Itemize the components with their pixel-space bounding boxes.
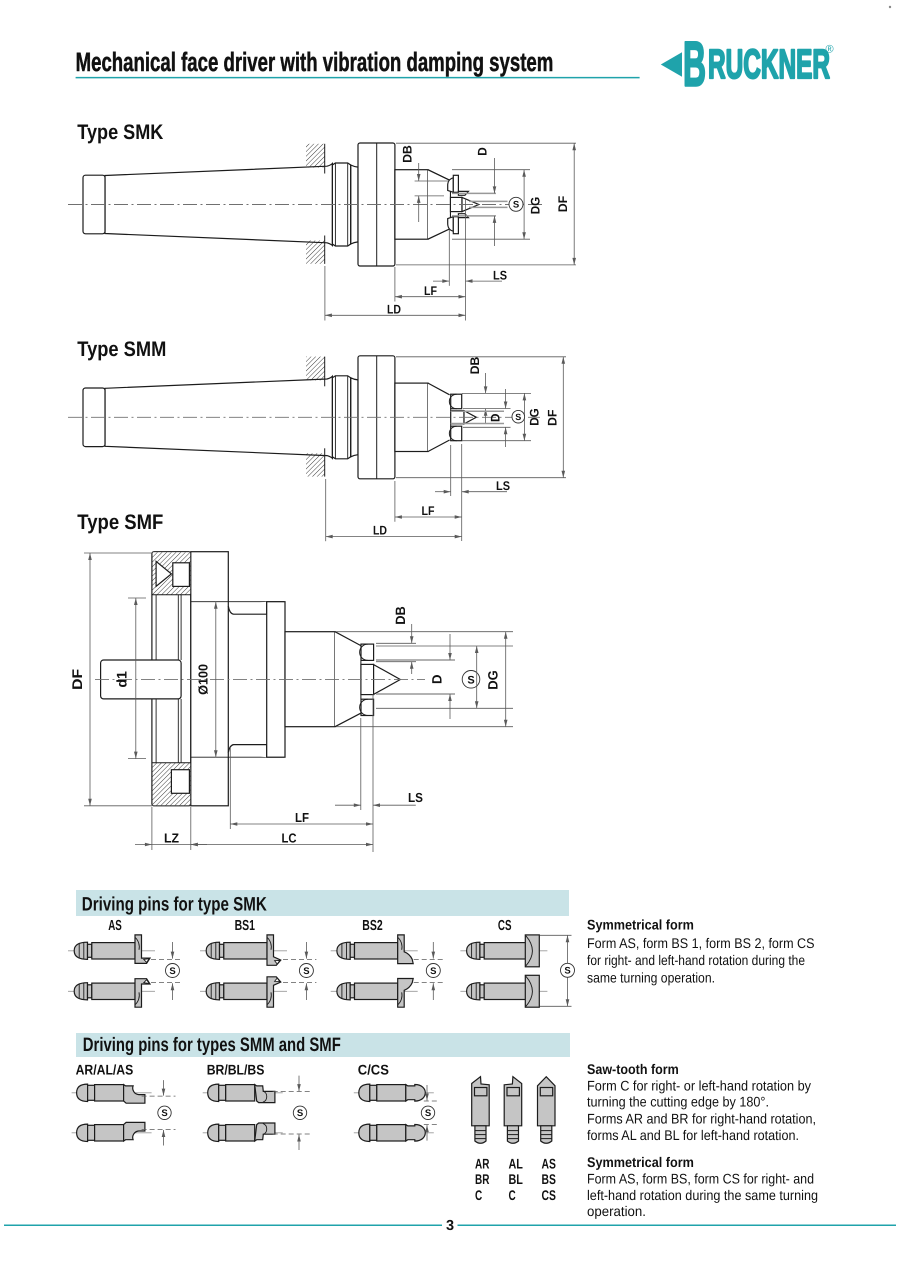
- svg-text:S: S: [297, 1108, 303, 1119]
- svg-text:forms AL and BL for left-hand: forms AL and BL for left-hand rotation.: [587, 1127, 799, 1143]
- svg-text:S: S: [425, 1108, 431, 1119]
- svg-text:CS: CS: [498, 918, 512, 934]
- svg-text:Type SMK: Type SMK: [77, 121, 163, 144]
- svg-text:DF: DF: [556, 195, 570, 212]
- svg-text:Form AS, form BS, form CS for: Form AS, form BS, form CS for right- and: [587, 1171, 814, 1187]
- svg-text:BR: BR: [475, 1171, 489, 1187]
- svg-text:LC: LC: [282, 831, 298, 846]
- svg-text:BS1: BS1: [235, 918, 255, 934]
- svg-text:®: ®: [826, 44, 834, 56]
- svg-text:BR/BL/BS: BR/BL/BS: [207, 1062, 265, 1078]
- svg-text:DG: DG: [486, 670, 501, 690]
- svg-text:C: C: [509, 1187, 516, 1203]
- svg-text:AS: AS: [542, 1155, 556, 1171]
- svg-text:Type SMF: Type SMF: [77, 511, 163, 534]
- svg-text:S: S: [430, 966, 436, 977]
- svg-text:Mechanical face driver with vi: Mechanical face driver with vibration da…: [76, 47, 554, 77]
- svg-text:S: S: [564, 966, 570, 977]
- svg-text:S: S: [515, 412, 521, 422]
- svg-text:RUCKNER: RUCKNER: [708, 41, 830, 87]
- svg-text:DB: DB: [393, 606, 408, 625]
- svg-text:LF: LF: [424, 284, 437, 298]
- svg-text:S: S: [169, 966, 175, 977]
- svg-text:DG: DG: [529, 197, 543, 215]
- svg-text:same turning operation.: same turning operation.: [587, 969, 715, 985]
- svg-text:Symmetrical form: Symmetrical form: [587, 1154, 694, 1170]
- svg-text:AS: AS: [108, 918, 122, 934]
- svg-text:BL: BL: [509, 1171, 524, 1187]
- svg-text:LF: LF: [295, 810, 309, 825]
- svg-text:Forms AR and BR for right-hand: Forms AR and BR for right-hand rotation,: [587, 1111, 816, 1127]
- svg-text:LS: LS: [496, 479, 510, 493]
- svg-text:operation.: operation.: [587, 1203, 646, 1219]
- svg-text:S: S: [303, 966, 309, 977]
- svg-text:Type SMM: Type SMM: [77, 338, 166, 361]
- svg-text:AR: AR: [475, 1155, 489, 1171]
- svg-text:S: S: [467, 674, 474, 686]
- svg-text:Saw-tooth form: Saw-tooth form: [587, 1061, 679, 1077]
- svg-text:LS: LS: [493, 268, 507, 282]
- svg-text:DF: DF: [69, 668, 85, 689]
- svg-text:Driving pins for types SMM and: Driving pins for types SMM and SMF: [83, 1034, 341, 1056]
- svg-text:D: D: [476, 147, 490, 156]
- svg-text:for right- and left-hand rotat: for right- and left-hand rotation during…: [587, 952, 805, 968]
- svg-text:S: S: [161, 1108, 167, 1119]
- svg-text:DF: DF: [546, 409, 560, 426]
- svg-text:Form C for right- or left-hand: Form C for right- or left-hand rotation …: [587, 1078, 811, 1094]
- svg-text:Ø100: Ø100: [195, 664, 210, 695]
- svg-text:LD: LD: [387, 303, 401, 317]
- svg-text:CS: CS: [542, 1187, 556, 1203]
- svg-text:DG: DG: [528, 408, 542, 426]
- svg-text:AL: AL: [509, 1155, 524, 1171]
- svg-text:D: D: [488, 414, 502, 423]
- svg-text:left-hand rotation during the: left-hand rotation during the same turni…: [587, 1187, 818, 1203]
- svg-text:B: B: [683, 30, 706, 100]
- svg-text:C/CS: C/CS: [358, 1062, 389, 1078]
- svg-text:LZ: LZ: [164, 831, 179, 846]
- svg-text:C: C: [475, 1187, 482, 1203]
- svg-text:d1: d1: [113, 671, 129, 688]
- svg-text:Symmetrical form: Symmetrical form: [587, 917, 694, 933]
- svg-text:BS: BS: [542, 1171, 556, 1187]
- svg-text:LS: LS: [408, 790, 423, 805]
- svg-text:Form AS, form BS 1, form BS 2,: Form AS, form BS 1, form BS 2, form CS: [587, 935, 815, 951]
- svg-text:DB: DB: [400, 145, 414, 163]
- svg-text:BS2: BS2: [362, 918, 382, 934]
- svg-text:LF: LF: [422, 504, 435, 518]
- svg-text:S: S: [513, 200, 519, 211]
- svg-text:Driving pins for type SMK: Driving pins for type SMK: [82, 893, 267, 915]
- svg-text:LD: LD: [373, 524, 387, 538]
- svg-text:3: 3: [446, 1218, 454, 1234]
- svg-text:DB: DB: [468, 357, 482, 375]
- svg-text:turning the cutting edge by 18: turning the cutting edge by 180°.: [587, 1094, 769, 1110]
- svg-text:AR/AL/AS: AR/AL/AS: [76, 1062, 134, 1078]
- svg-text:D: D: [430, 674, 445, 684]
